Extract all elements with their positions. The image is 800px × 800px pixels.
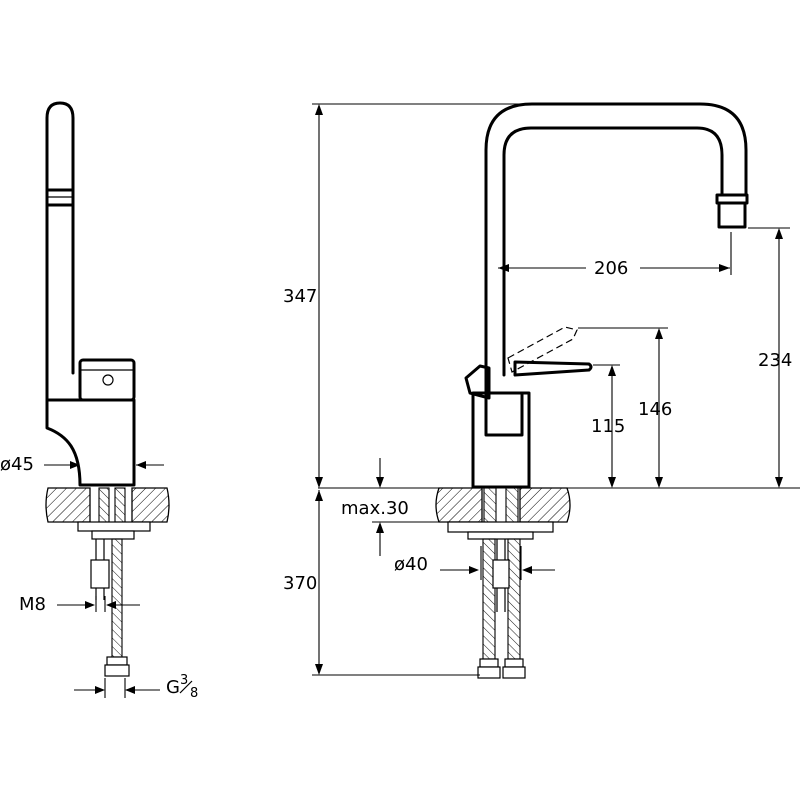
front-countertop-right [519,487,571,523]
label-spout-height: 234 [758,350,792,371]
label-below-counter: 370 [283,573,317,594]
label-lever-height-open: 146 [638,399,672,420]
front-mounting-nut [447,521,554,533]
front-spout-inner [502,126,724,377]
dim-hole-diameter: ø40 [394,546,555,580]
label-counter-thickness: max.30 [341,498,409,519]
dim-body-diameter: ø45 [0,454,164,475]
side-lever [78,358,136,402]
dim-spout-reach: 206 [498,232,732,279]
side-view [45,101,170,677]
dim-connection-thread: G 3 8 [74,673,198,701]
label-total-height: 347 [283,286,317,307]
label-rod-thread: M8 [19,594,46,615]
front-hose-left [482,538,496,660]
side-lever-indicator [102,374,114,386]
dim-lever-height: 115 [591,364,625,488]
front-hose-fitting [502,666,526,679]
dim-below-counter: 370 [283,490,480,676]
side-spout [45,101,75,402]
side-rod-nut [90,559,110,589]
side-countertop-left [45,487,91,523]
front-view [435,102,749,679]
front-rod-nut [492,559,510,589]
dim-lever-height-open: 146 [578,327,672,488]
side-hose [111,538,123,658]
front-lever-open [507,326,578,373]
front-body-recess [484,391,524,437]
dim-spout-height: 234 [748,227,792,488]
label-connection-thread-numerator: 3 [180,673,188,688]
front-lever [513,360,593,377]
label-connection-thread-denominator: 8 [190,686,198,701]
dim-counter-thickness: max.30 [341,458,440,556]
side-hose-fitting [106,656,128,666]
front-spout-outer [484,102,748,397]
front-hose-in-counter [505,487,519,523]
front-hose-right [507,538,521,660]
front-hose-in-counter [483,487,497,523]
side-hose-in-counter [114,487,126,523]
label-spout-reach: 206 [594,258,628,279]
dim-rod-thread: M8 [19,594,140,615]
label-lever-height: 115 [591,416,625,437]
front-hose-fitting [477,666,501,679]
side-countertop-right [131,487,170,523]
label-hole-diameter: ø40 [394,554,428,575]
front-aerator [717,201,747,229]
front-hose-fitting [504,658,524,668]
side-hose-in-counter [98,487,110,523]
front-hose-fitting [479,658,499,668]
front-countertop-left [435,487,483,523]
side-mounting-nut [77,521,151,532]
side-body [45,398,136,487]
label-connection-thread: G [166,677,180,698]
side-hose-fitting [104,664,130,677]
dim-total-height: 347 [283,103,530,488]
label-body-diameter: ø45 [0,454,34,475]
front-lever-hub [464,364,491,400]
